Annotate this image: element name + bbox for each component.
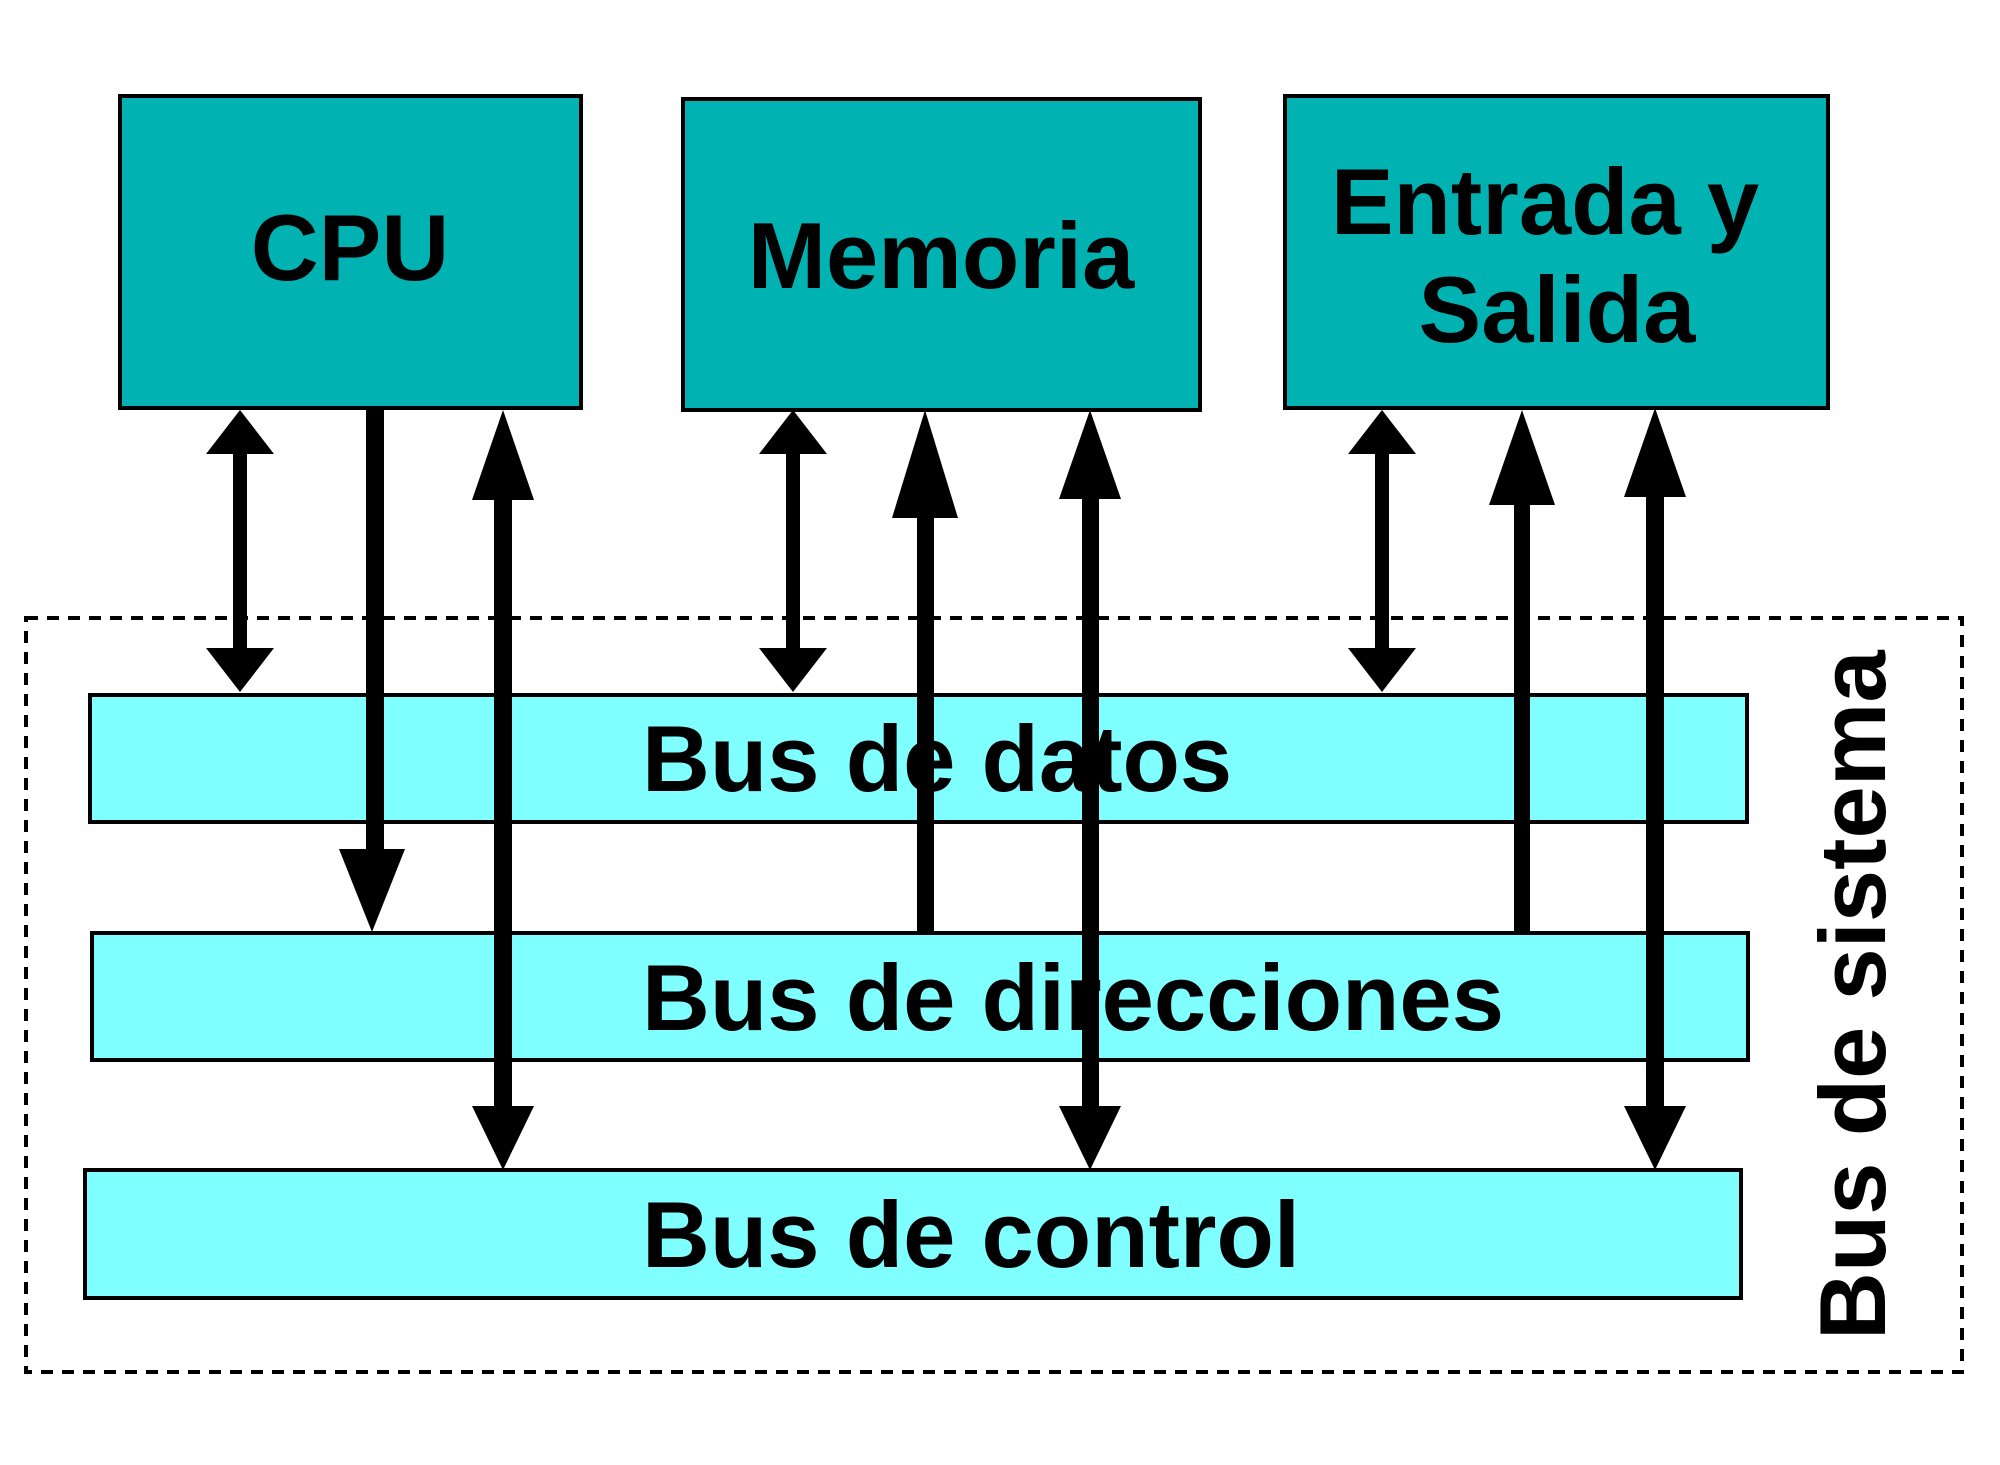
cpu-control-arrow	[472, 410, 534, 1170]
memoria-direcciones-arrow	[892, 410, 958, 933]
io-datos-arrow	[1348, 410, 1416, 692]
entrada-salida-label-line2: Salida	[1419, 257, 1697, 362]
cpu-datos-arrow	[206, 410, 274, 692]
bus-control-label: Bus de control	[642, 1182, 1300, 1287]
memoria-box: Memoria	[681, 97, 1202, 412]
system-bus-group-border	[24, 616, 1964, 1374]
cpu-direcciones-arrow	[339, 408, 405, 932]
bus-control: Bus de control	[83, 1168, 1743, 1300]
bus-de-sistema-label: Bus de sistema	[1800, 650, 1905, 1340]
bus-direcciones-label: Bus de direcciones	[642, 945, 1504, 1050]
entrada-salida-box: Entrada y Salida	[1283, 94, 1830, 410]
io-control-arrow	[1624, 408, 1686, 1170]
memoria-control-arrow	[1059, 410, 1121, 1170]
cpu-label: CPU	[251, 195, 449, 300]
memoria-datos-arrow	[759, 410, 827, 692]
io-direcciones-arrow	[1489, 410, 1555, 933]
bus-datos-label: Bus de datos	[642, 706, 1232, 811]
memoria-label: Memoria	[748, 203, 1135, 308]
entrada-salida-label-line1: Entrada y	[1331, 149, 1759, 254]
bus-direcciones: Bus de direcciones	[90, 931, 1750, 1062]
cpu-box: CPU	[118, 94, 583, 410]
